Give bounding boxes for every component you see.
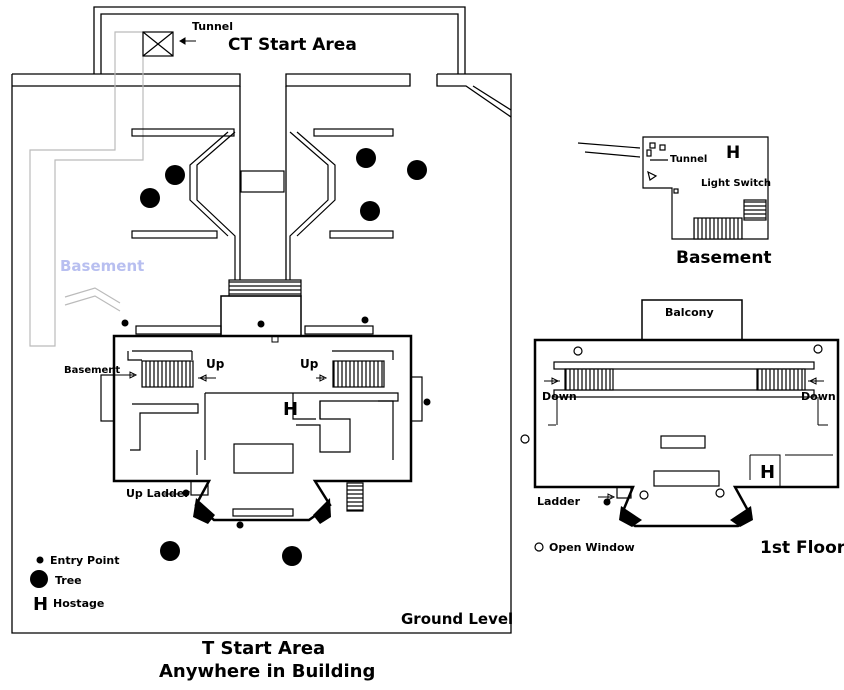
building-corners [193,498,331,524]
legend-tree: Tree [55,574,82,587]
down-label-right: Down [801,390,836,403]
first-floor-map [533,299,840,528]
first-floor-corners [619,506,753,527]
up-label-left: Up [206,357,225,371]
ground-level-map [11,6,512,634]
light-switch-label: Light Switch [701,178,771,189]
tunnel-label: Tunnel [192,20,233,33]
balcony-label: Balcony [665,306,714,319]
up-label-right: Up [300,357,319,371]
basement-label: Basement [64,365,120,376]
legend-hostage: Hostage [53,597,104,610]
basement-hostage: H [726,143,740,163]
ct-start-label: CT Start Area [228,35,357,55]
basement-tunnel-label: Tunnel [670,154,707,165]
basement-faded-label: Basement [60,257,144,275]
up-ladder-label: Up Ladder [126,487,190,500]
t-start-line1: T Start Area [202,638,325,659]
t-start-line2: Anywhere in Building [159,661,375,682]
legend-hostage-symbol: H [33,594,48,615]
tunnel-path [29,31,144,347]
basement-title: Basement [676,248,772,268]
entry-points [36,316,431,564]
legend-open-window: Open Window [549,541,635,554]
hostage-ground: H [283,399,298,420]
ladder-entry-point [603,498,611,506]
trees [30,148,427,588]
basement-map [577,136,769,240]
down-label-left: Down [542,390,577,403]
first-floor-hostage: H [760,462,775,483]
ladder-label: Ladder [537,495,581,508]
first-floor-title: 1st Floor [760,538,844,558]
tunnel-hatch [142,31,174,57]
ground-level-label: Ground Level [401,610,513,628]
open-windows [520,344,823,552]
legend-entry-point: Entry Point [50,554,120,567]
